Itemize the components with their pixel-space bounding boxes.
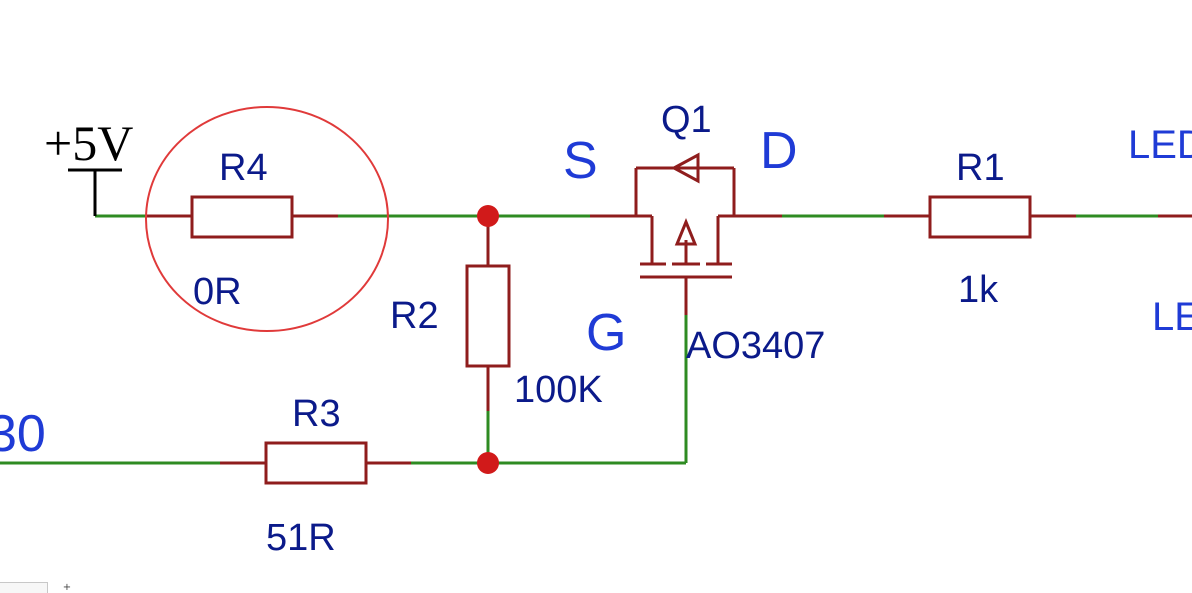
- r2-resistor: [465, 216, 511, 411]
- r1-value: 1k: [958, 269, 999, 311]
- wires: [0, 214, 1158, 465]
- highlight-circle: [145, 106, 389, 332]
- r4-value: 0R: [193, 271, 242, 313]
- r1-resistor: [884, 195, 1192, 239]
- power-label: +5V: [44, 115, 133, 171]
- q1-designator: Q1: [661, 99, 712, 141]
- bottom-toolbar-strip: +: [0, 582, 80, 593]
- pin-label-gate: G: [586, 304, 626, 362]
- r3-value: 51R: [266, 517, 336, 559]
- q1-value: AO3407: [686, 325, 825, 367]
- power-symbol: [68, 168, 122, 216]
- q1-mosfet: [590, 154, 782, 315]
- r2-designator: R2: [390, 295, 439, 337]
- net-label-right-top: LED: [1128, 123, 1192, 167]
- junction-bottom: [477, 452, 499, 474]
- net-label-left: 30: [0, 405, 46, 463]
- q1-arrow: [674, 218, 698, 246]
- pin-label-source: S: [563, 132, 598, 190]
- q1-diode-triangle: [670, 152, 700, 184]
- r3-resistor: [220, 441, 411, 485]
- junction-top: [477, 205, 499, 227]
- r1-designator: R1: [956, 147, 1005, 189]
- net-label-right-bottom: LED: [1152, 295, 1192, 339]
- r4-resistor: [147, 195, 338, 239]
- add-sheet-button[interactable]: +: [62, 582, 72, 593]
- r3-designator: R3: [292, 393, 341, 435]
- toolbar-cell: [0, 582, 48, 593]
- pin-label-drain: D: [760, 122, 798, 180]
- r4-designator: R4: [219, 147, 268, 189]
- r2-value: 100K: [514, 369, 603, 411]
